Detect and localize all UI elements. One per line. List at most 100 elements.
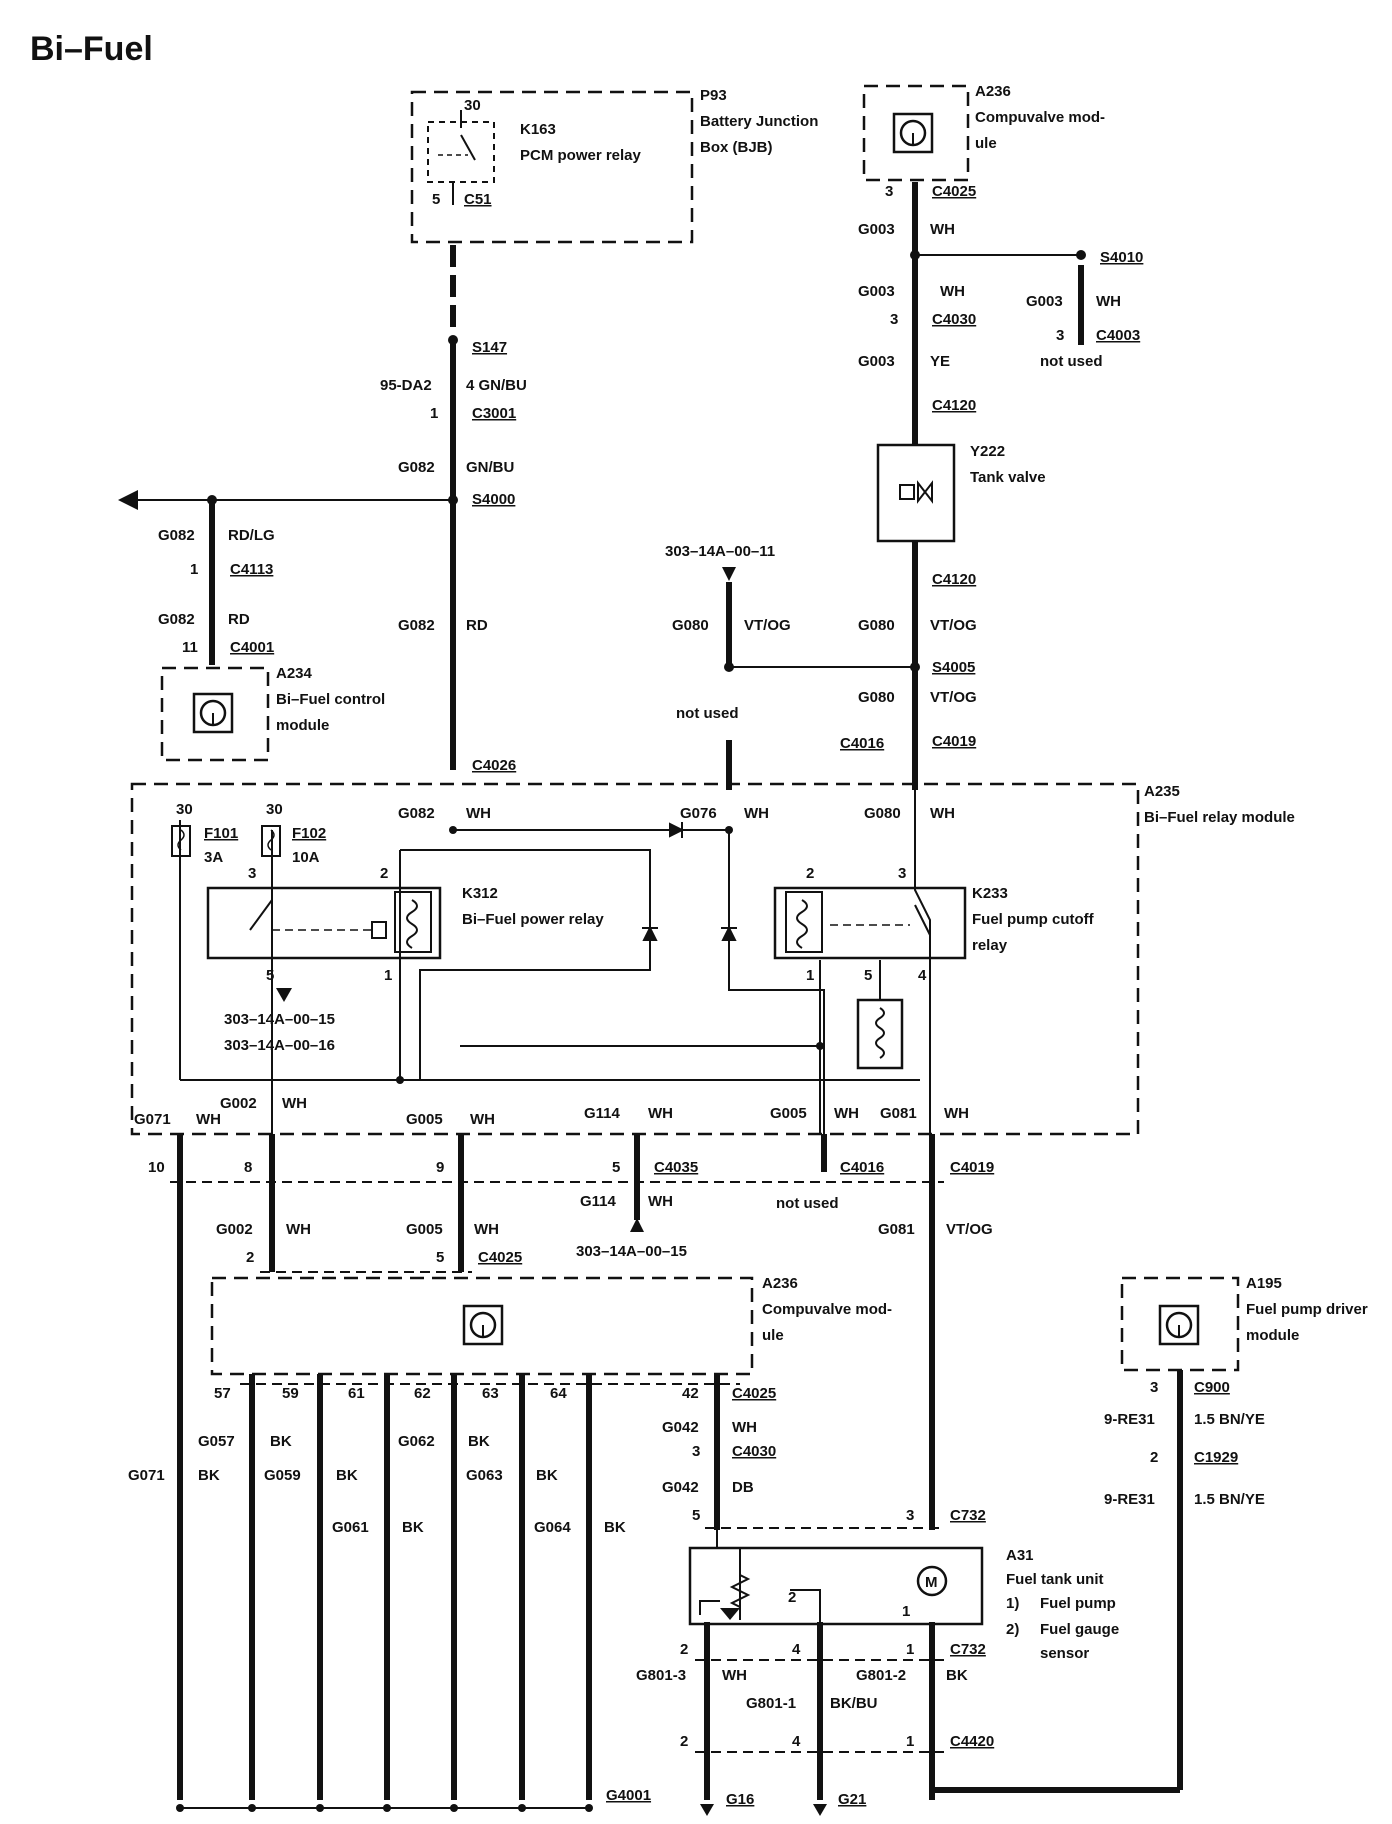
label-c732-b: C732 — [950, 1641, 986, 1658]
label-vtog-ref: VT/OG — [744, 617, 791, 634]
pin-1-c732b: 1 — [906, 1641, 914, 1658]
a234-module-icon — [192, 692, 234, 734]
a31-internal-ground-icon — [720, 1608, 740, 1620]
a234-id: A234 — [276, 665, 313, 682]
fuel-gauge-sensor-icon — [729, 1565, 751, 1617]
label-c4001: C4001 — [230, 639, 274, 656]
label-g062: G062 — [398, 1433, 435, 1450]
label-c3001-pin: 1 — [430, 405, 438, 422]
label-g005b-rm: G005 — [770, 1105, 807, 1122]
fuel-pump-motor-label: M — [925, 1574, 938, 1591]
label-g003a: G003 — [858, 221, 895, 238]
ground-dot-61 — [316, 1804, 324, 1812]
label-wh4-rm: WH — [196, 1111, 221, 1128]
label-not-used-top: not used — [676, 705, 739, 722]
a31-name: Fuel tank unit — [1006, 1571, 1104, 1588]
f101-id: F101 — [204, 825, 238, 842]
pin-4-c732b: 4 — [792, 1641, 801, 1658]
wire-k233-diode — [728, 830, 825, 1134]
label-g061: G061 — [332, 1519, 369, 1536]
label-g082a: G082 — [398, 459, 435, 476]
k312-coil-winding-icon — [406, 899, 418, 949]
label-s147: S147 — [472, 339, 507, 356]
k312-p1: 1 — [384, 967, 392, 984]
a31-pin1: 1 — [902, 1603, 910, 1620]
a195-id: A195 — [1246, 1275, 1282, 1292]
label-g4001: G4001 — [606, 1787, 651, 1804]
a195-box — [1120, 1276, 1240, 1372]
pin-5-c732: 5 — [692, 1507, 700, 1524]
label-ye: YE — [930, 353, 950, 370]
a236-bottom-id: A236 — [762, 1275, 798, 1292]
y222-valve-icon — [917, 480, 933, 504]
resistor-icon — [875, 1007, 885, 1059]
label-c4030-pin-b: 3 — [692, 1443, 700, 1460]
p93-box — [410, 90, 694, 244]
fuel-pump-motor-icon — [916, 1565, 948, 1597]
label-wh1-rm: WH — [466, 805, 491, 822]
f101-rating: 3A — [204, 849, 223, 866]
a236-top-box — [862, 84, 970, 182]
a236-top-conn: C4025 — [932, 183, 976, 200]
pin-5-c4035: 5 — [612, 1159, 620, 1176]
splice-s4000 — [448, 495, 458, 505]
a31-pin2: 2 — [788, 1589, 796, 1606]
label-g059: G059 — [264, 1467, 301, 1484]
label-c1929-pin: 2 — [1150, 1449, 1158, 1466]
k163-conn: C51 — [464, 191, 492, 208]
label-c4113-pin: 1 — [190, 561, 198, 578]
splice-s4000-left — [207, 495, 217, 505]
label-c900: C900 — [1194, 1379, 1230, 1396]
k233-p4: 4 — [918, 967, 927, 984]
label-4-gnbu: 4 GN/BU — [466, 377, 527, 394]
label-95-da2: 95-DA2 — [380, 377, 432, 394]
ground-dot-end — [585, 1804, 593, 1812]
pin-59: 59 — [282, 1385, 299, 1402]
k163-id: K163 — [520, 121, 556, 138]
a31-id: A31 — [1006, 1547, 1034, 1564]
label-wh5-rm: WH — [282, 1095, 307, 1112]
k233-coil-winding-icon — [796, 899, 808, 949]
k163-name: PCM power relay — [520, 147, 642, 164]
a236-bottom-box — [210, 1276, 754, 1376]
label-g003d: G003 — [1026, 293, 1063, 310]
label-c4003: C4003 — [1096, 327, 1140, 344]
label-c4120-b: C4120 — [932, 571, 976, 588]
label-wh9-rm: WH — [944, 1105, 969, 1122]
f102-rating: 10A — [292, 849, 320, 866]
label-wh2-rm: WH — [744, 805, 769, 822]
a234-name-2: module — [276, 717, 329, 734]
pin-4-c4420: 4 — [792, 1733, 801, 1750]
label-g003b: G003 — [858, 283, 895, 300]
ground-g16-icon — [700, 1804, 714, 1816]
ground-dot-63 — [450, 1804, 458, 1812]
label-g042a: G042 — [662, 1419, 699, 1436]
label-g081: G081 — [878, 1221, 915, 1238]
label-g071-rm: G071 — [134, 1111, 171, 1128]
splice-s4005-main — [910, 662, 920, 672]
ground-dot-62 — [383, 1804, 391, 1812]
k233-name-2: relay — [972, 937, 1008, 954]
label-c4030: C4030 — [932, 311, 976, 328]
label-g21: G21 — [838, 1791, 866, 1808]
label-db: DB — [732, 1479, 754, 1496]
k233-contact-icon — [914, 904, 931, 936]
a236-top-pin: 3 — [885, 183, 893, 200]
f102-id: F102 — [292, 825, 326, 842]
label-g080b: G080 — [858, 689, 895, 706]
label-c4016: C4016 — [840, 1159, 884, 1176]
f101-pin30: 30 — [176, 801, 193, 818]
pin-1-c4420: 1 — [906, 1733, 914, 1750]
k163-box — [427, 121, 495, 183]
label-g082-rm: G082 — [398, 805, 435, 822]
resistor-box — [856, 998, 904, 1070]
pin-61: 61 — [348, 1385, 365, 1402]
label-c4025: C4025 — [478, 1249, 522, 1266]
pin-10: 10 — [148, 1159, 165, 1176]
p93-id: P93 — [700, 87, 727, 104]
a234-name-1: Bi–Fuel control — [276, 691, 385, 708]
a236-bottom-name-2: ule — [762, 1327, 784, 1344]
a236-top-name-2: ule — [975, 135, 997, 152]
k233-p5: 5 — [864, 967, 872, 984]
